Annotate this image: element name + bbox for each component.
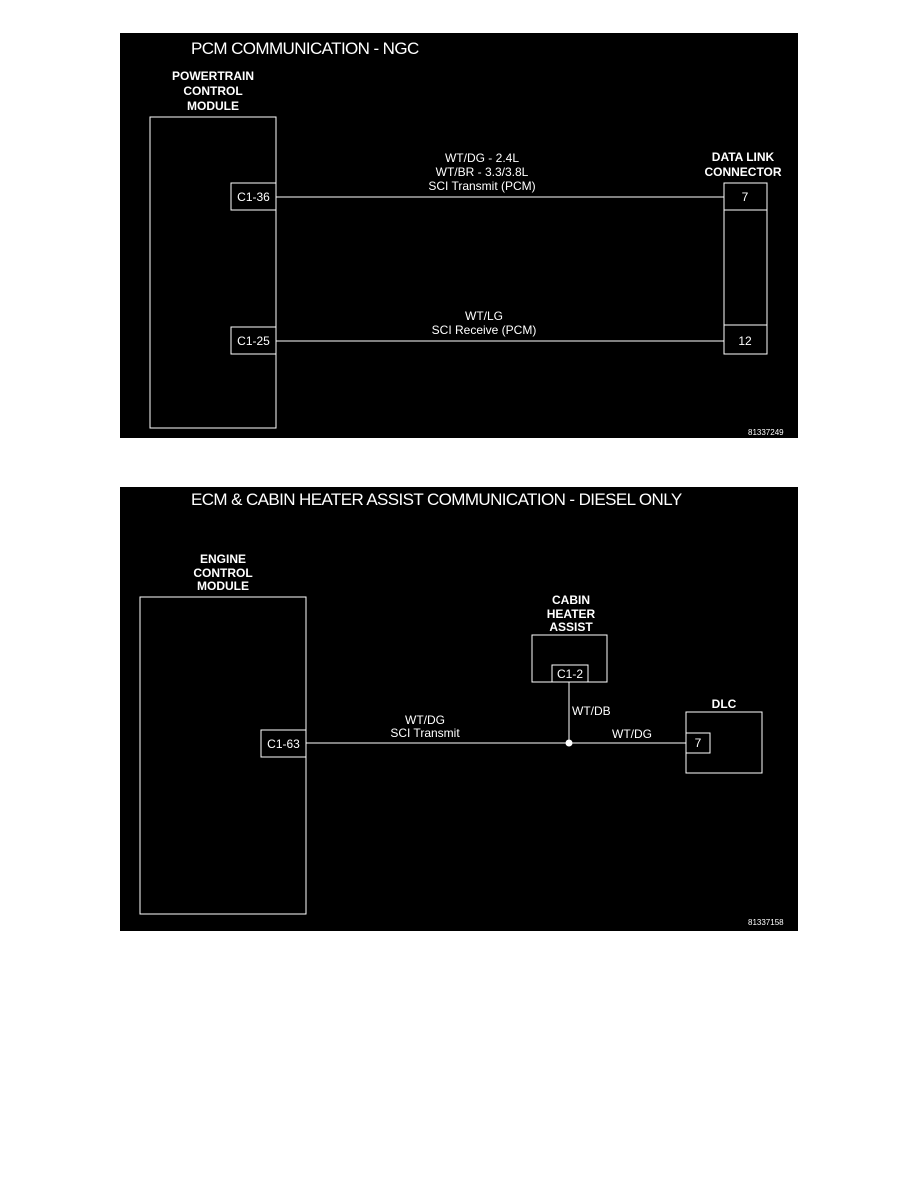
- main-wire-label-1: WT/DG: [405, 713, 445, 727]
- heater-pin-c1-2-box: [551, 664, 589, 683]
- transmit-wire-label-1: WT/DG - 2.4L: [445, 151, 519, 165]
- dlc-box: [723, 182, 768, 355]
- heater-label-line1: CABIN: [552, 593, 590, 607]
- dlc-pin-12: 12: [738, 334, 752, 348]
- diagram-title: PCM COMMUNICATION - NGC: [191, 39, 419, 58]
- dlc-wire-label: WT/DG: [612, 727, 652, 741]
- ecm-label-line1: ENGINE: [200, 552, 246, 566]
- pcm-communication-diagram: PCM COMMUNICATION - NGC POWERTRAIN CONTR…: [120, 33, 798, 438]
- dlc-label-line1: DATA LINK: [712, 150, 775, 164]
- heater-pin-c1-2: C1-2: [557, 667, 583, 681]
- heater-label-line2: HEATER: [547, 607, 596, 621]
- pcm-diagram-svg: PCM COMMUNICATION - NGC POWERTRAIN CONTR…: [149, 39, 784, 437]
- receive-wire-label-2: SCI Receive (PCM): [432, 323, 537, 337]
- dlc-label: DLC: [712, 697, 737, 711]
- main-wire-label-2: SCI Transmit: [390, 726, 460, 740]
- pcm-label-line1: POWERTRAIN: [172, 69, 254, 83]
- ecm-pin-c1-63: C1-63: [267, 737, 300, 751]
- transmit-wire-label-3: SCI Transmit (PCM): [428, 179, 535, 193]
- transmit-wire-label-2: WT/BR - 3.3/3.8L: [436, 165, 529, 179]
- pcm-module-box: [149, 116, 277, 429]
- heater-wire-label: WT/DB: [572, 704, 611, 718]
- receive-wire-label-1: WT/LG: [465, 309, 503, 323]
- dlc-label-line2: CONNECTOR: [704, 165, 781, 179]
- pcm-label-line2: CONTROL: [183, 84, 242, 98]
- ecm-label-line2: CONTROL: [193, 566, 252, 580]
- ecm-cabin-heater-diagram: ECM & CABIN HEATER ASSIST COMMUNICATION …: [120, 487, 798, 931]
- figure-id: 81337249: [748, 428, 784, 437]
- pcm-label-line3: MODULE: [187, 99, 239, 113]
- diagram-title: ECM & CABIN HEATER ASSIST COMMUNICATION …: [191, 490, 682, 509]
- dlc-pin-7: 7: [742, 190, 749, 204]
- figure-id: 81337158: [748, 918, 784, 927]
- ecm-diagram-svg: ECM & CABIN HEATER ASSIST COMMUNICATION …: [139, 490, 784, 927]
- heater-label-line3: ASSIST: [549, 620, 593, 634]
- ecm-label-line3: MODULE: [197, 579, 249, 593]
- pcm-pin-c1-36: C1-36: [237, 190, 270, 204]
- dlc-pin-7: 7: [695, 736, 702, 750]
- ecm-module-box: [139, 596, 307, 915]
- dlc-pin-7-box: [685, 732, 711, 754]
- pcm-pin-c1-25: C1-25: [237, 334, 270, 348]
